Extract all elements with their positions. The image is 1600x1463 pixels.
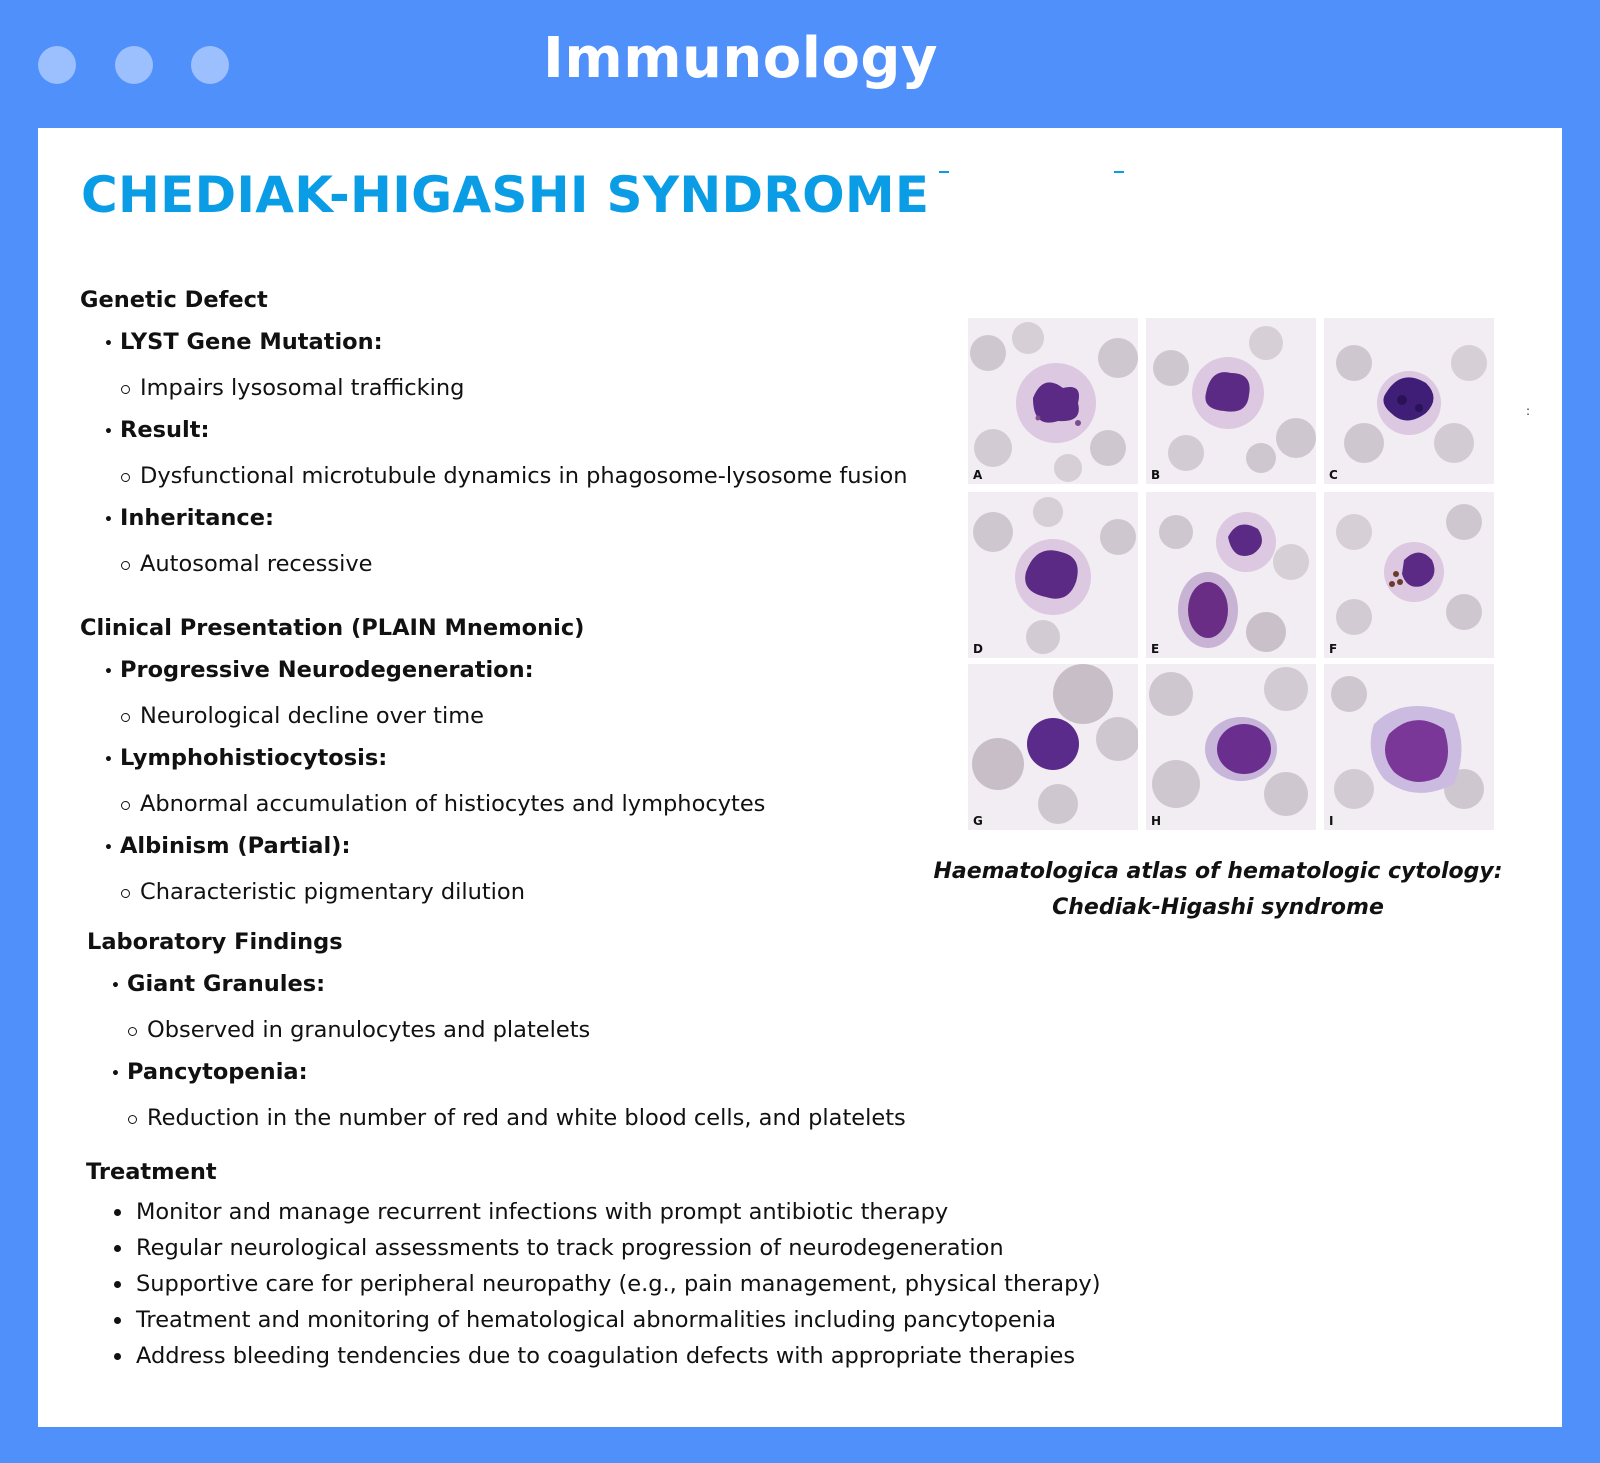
panel-label: C (1329, 468, 1338, 482)
bullet-detail: Observed in granulocytes and platelets (87, 1016, 967, 1044)
blood-smear-image (1336, 504, 1482, 635)
panel-label: B (1151, 468, 1161, 482)
minimize-dot[interactable] (115, 46, 153, 84)
section-laboratory-findings: Laboratory Findings Giant Granules: Obse… (87, 928, 967, 1132)
bullet-detail: Impairs lysosomal trafficking (80, 374, 960, 402)
bullet-label: Progressive Neurodegeneration: (80, 656, 960, 686)
close-dot[interactable] (38, 46, 76, 84)
cytology-panel: D (968, 492, 1138, 658)
bullet-detail: Reduction in the number of red and white… (87, 1104, 967, 1132)
cytology-panel: G (968, 664, 1138, 830)
bullet-label: Giant Granules: (87, 970, 967, 1000)
panel-label: G (973, 814, 983, 828)
blood-smear-image (970, 322, 1138, 482)
page-title: CHEDIAK-HIGASHI SYNDROME (81, 166, 930, 224)
bullet-label: Pancytopenia: (87, 1058, 967, 1088)
blood-smear-image (1159, 512, 1309, 652)
list-item: Regular neurological assessments to trac… (86, 1234, 1186, 1262)
section-heading: Laboratory Findings (87, 929, 343, 955)
cytology-panel: A (968, 318, 1138, 484)
blood-smear-image (972, 664, 1138, 824)
figure-caption: Haematologica atlas of hematologic cytol… (933, 859, 1503, 920)
panel-label: D (973, 642, 983, 656)
list-item: Treatment and monitoring of hematologica… (86, 1306, 1186, 1334)
bullet-detail: Characteristic pigmentary dilution (80, 878, 960, 906)
bullet-label: Lymphohistiocytosis: (80, 744, 960, 774)
blood-smear-image (1153, 326, 1316, 473)
bullet-detail: Autosomal recessive (80, 550, 960, 578)
section-heading: Clinical Presentation (PLAIN Mnemonic) (80, 615, 585, 641)
list-item: Address bleeding tendencies due to coagu… (86, 1342, 1186, 1370)
bullet-label: Result: (80, 416, 960, 446)
bullet-detail: Abnormal accumulation of histiocytes and… (80, 790, 960, 818)
panel-label: H (1151, 814, 1162, 828)
bullet-label: Albinism (Partial): (80, 832, 960, 862)
cytology-panel: I (1324, 664, 1494, 830)
panel-label: E (1151, 642, 1160, 656)
list-item: Supportive care for peripheral neuropath… (86, 1270, 1186, 1298)
panel-label: I (1329, 814, 1334, 828)
cytology-panel: H (1146, 664, 1316, 830)
cytology-panel: B (1146, 318, 1316, 484)
stray-mark: : (1526, 404, 1531, 418)
blood-smear-image (1149, 667, 1308, 816)
document-panel: CHEDIAK-HIGASHI SYNDROME Genetic Defect … (38, 128, 1562, 1427)
window-titlebar: Immunology (0, 0, 1600, 128)
panel-label: A (973, 468, 983, 482)
cytology-panel: E (1146, 492, 1316, 658)
bullet-detail: Dysfunctional microtubule dynamics in ph… (80, 462, 960, 490)
list-item: Monitor and manage recurrent infections … (86, 1198, 1186, 1226)
blood-smear-image (1331, 676, 1484, 809)
treatment-list: Monitor and manage recurrent infections … (86, 1198, 1186, 1370)
blood-smear-image (973, 497, 1136, 654)
bullet-label: Inheritance: (80, 504, 960, 534)
blood-smear-image (1336, 345, 1487, 463)
section-genetic-defect: Genetic Defect LYST Gene Mutation: Impai… (80, 286, 960, 578)
section-clinical-presentation: Clinical Presentation (PLAIN Mnemonic) P… (80, 614, 960, 906)
section-heading: Genetic Defect (80, 287, 268, 313)
decorative-dash (939, 171, 949, 173)
bullet-detail: Neurological decline over time (80, 702, 960, 730)
bullet-label: LYST Gene Mutation: (80, 328, 960, 358)
maximize-dot[interactable] (191, 46, 229, 84)
section-treatment: Treatment Monitor and manage recurrent i… (86, 1158, 1186, 1378)
cytology-panel: F (1324, 492, 1494, 658)
section-heading: Treatment (86, 1159, 217, 1185)
panel-label: F (1329, 642, 1338, 656)
cytology-panel: C (1324, 318, 1494, 484)
decorative-dash (1114, 171, 1124, 173)
window-title: Immunology (543, 26, 939, 91)
cytology-figure: A B C (968, 318, 1499, 831)
